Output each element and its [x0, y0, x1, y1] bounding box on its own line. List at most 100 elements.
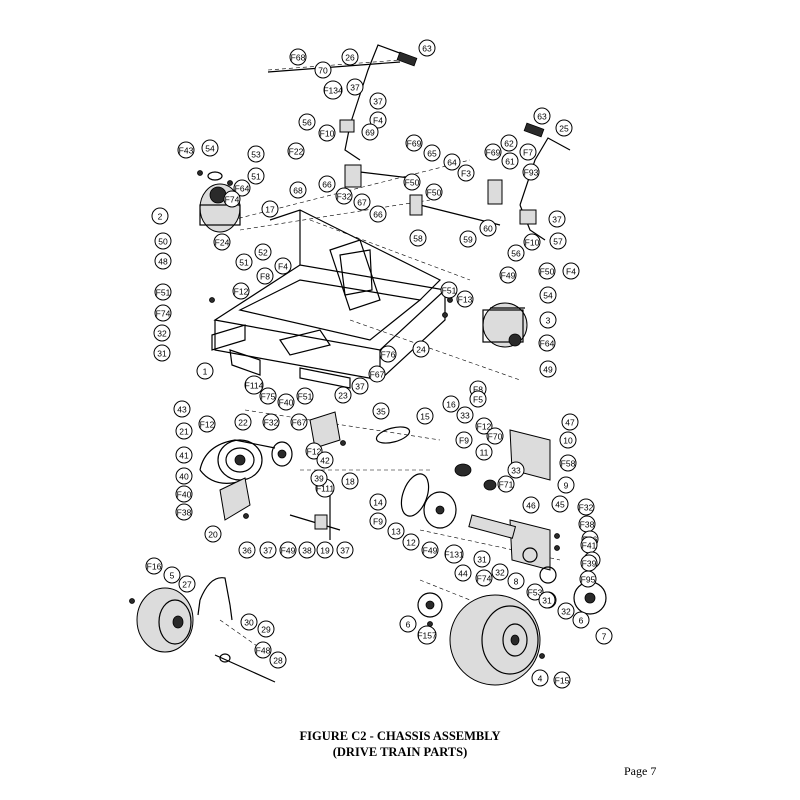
callout-label: 38	[302, 546, 312, 556]
callout-53: 53	[247, 145, 265, 163]
idler-brackets	[219, 411, 341, 540]
callout-15: 15	[416, 407, 434, 425]
callout-f12: F12	[232, 282, 250, 300]
callout-label: F22	[289, 147, 304, 157]
callout-label: 59	[463, 235, 473, 245]
callout-f24: F24	[213, 233, 231, 251]
callout-label: F10	[320, 129, 335, 139]
rear-drive-wheel	[417, 592, 541, 686]
callout-51: 51	[235, 253, 253, 271]
callout-label: F4	[278, 262, 288, 272]
callout-label: 27	[182, 580, 192, 590]
callout-label: F95	[581, 575, 596, 585]
callout-label: 37	[373, 97, 383, 107]
callout-f50: F50	[425, 183, 443, 201]
callout-label: 66	[322, 180, 332, 190]
callout-label: F114	[245, 381, 264, 391]
callout-label: 37	[355, 382, 365, 392]
callout-f32: F32	[262, 413, 280, 431]
callout-label: 17	[265, 205, 275, 215]
callout-f12: F12	[305, 442, 323, 460]
callout-66: 66	[318, 175, 336, 193]
callout-label: 32	[157, 329, 167, 339]
callout-label: F38	[177, 508, 192, 518]
page-number: Page 7	[624, 764, 657, 778]
callout-label: F16	[147, 562, 162, 572]
callout-label: F48	[256, 646, 271, 656]
callout-label: F40	[177, 490, 192, 500]
callout-label: 37	[340, 546, 350, 556]
callout-label: 20	[208, 530, 218, 540]
callout-label: F69	[486, 148, 501, 158]
callout-5: 5	[163, 566, 181, 584]
callout-6: 6	[572, 611, 590, 629]
callout-f64: F64	[538, 334, 556, 352]
callout-label: F43	[179, 146, 194, 156]
callout-label: 37	[350, 83, 360, 93]
callout-label: F51	[442, 286, 457, 296]
callout-f4: F4	[274, 257, 292, 275]
callout-label: 24	[416, 345, 426, 355]
callout-f13: F13	[456, 290, 474, 308]
callout-label: 41	[179, 451, 189, 461]
callout-f10: F10	[318, 124, 336, 142]
callout-f71: F71	[497, 475, 515, 493]
right-hydraulic-pump	[482, 302, 528, 348]
callout-51: 51	[247, 167, 265, 185]
callout-35: 35	[372, 402, 390, 420]
callout-47: 47	[561, 413, 579, 431]
callout-label: F49	[281, 546, 296, 556]
callout-label: 37	[263, 546, 273, 556]
callout-10: 10	[559, 431, 577, 449]
callout-37: 37	[351, 377, 369, 395]
callout-f38: F38	[578, 515, 596, 533]
callout-54: 54	[539, 286, 557, 304]
callout-f43: F43	[177, 141, 195, 159]
callout-label: 29	[261, 625, 271, 635]
callout-label: 47	[565, 418, 575, 428]
figure-caption: FIGURE C2 - CHASSIS ASSEMBLY (DRIVE TRAI…	[0, 728, 800, 760]
callout-label: F50	[405, 178, 420, 188]
callout-label: 69	[365, 128, 375, 138]
control-rods	[267, 61, 503, 226]
callout-62: 62	[500, 134, 518, 152]
callout-16: 16	[442, 395, 460, 413]
callout-f67: F67	[290, 413, 308, 431]
callout-label: 54	[205, 144, 215, 154]
callout-label: F32	[579, 503, 594, 513]
callout-3: 3	[539, 311, 557, 329]
callout-label: 31	[542, 596, 552, 606]
callout-58: 58	[409, 229, 427, 247]
callout-25: 25	[555, 119, 573, 137]
callout-f50: F50	[403, 173, 421, 191]
callout-31: 31	[153, 344, 171, 362]
callout-label: 7	[602, 632, 607, 642]
callout-f74: F74	[475, 569, 493, 587]
callout-label: F111	[316, 484, 334, 494]
callout-f74: F74	[223, 190, 241, 208]
callout-13: 13	[387, 522, 405, 540]
callout-f4: F4	[369, 111, 387, 129]
callout-label: 15	[420, 412, 430, 422]
callout-label: F24	[215, 238, 230, 248]
callout-f69: F69	[484, 143, 502, 161]
callout-41: 41	[175, 446, 193, 464]
callout-66: 66	[369, 205, 387, 223]
callout-label: F4	[566, 267, 576, 277]
callout-label: 45	[555, 500, 565, 510]
callout-label: F9	[459, 436, 469, 446]
callout-label: F40	[279, 398, 294, 408]
callout-label: F70	[488, 432, 503, 442]
callout-label: F131	[444, 550, 464, 560]
callout-f50: F50	[538, 262, 556, 280]
callout-label: 2	[158, 212, 163, 222]
callout-30: 30	[240, 613, 258, 631]
callout-f16: F16	[145, 557, 163, 575]
callout-label: 1	[203, 367, 208, 377]
callout-26: 26	[341, 48, 359, 66]
callout-label: F39	[582, 559, 597, 569]
callout-49: 49	[539, 360, 557, 378]
callout-f38: F38	[175, 503, 193, 521]
